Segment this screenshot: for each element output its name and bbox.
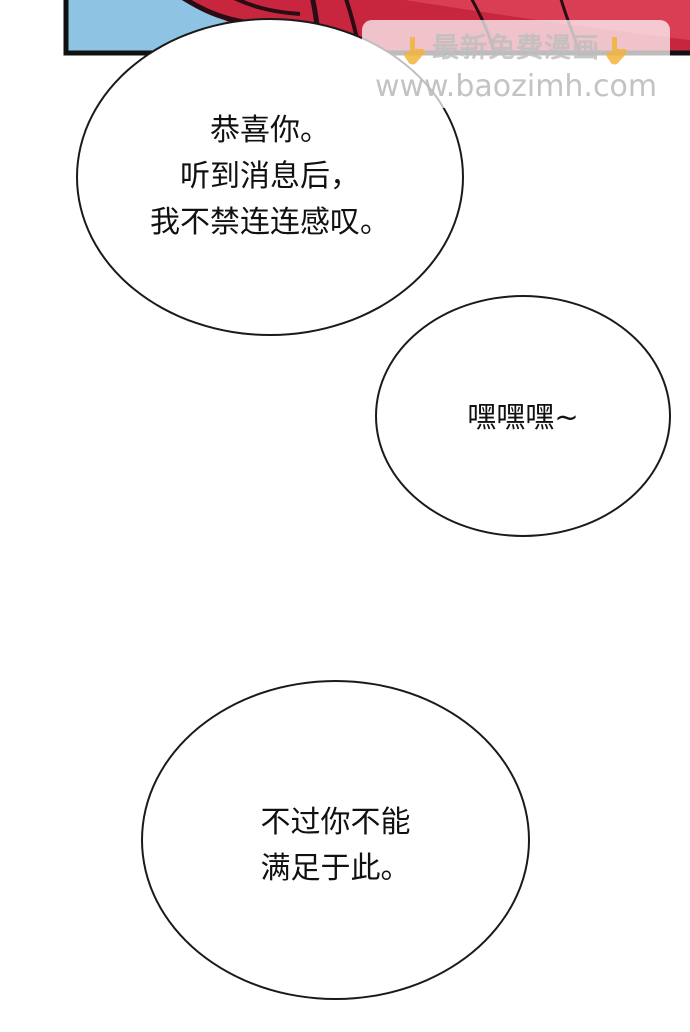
bubble-line: 不过你不能 <box>260 805 411 840</box>
pointing-hand-icon <box>402 35 428 65</box>
pointing-hand-icon <box>604 35 630 65</box>
bubble-text: 恭喜你。 听到消息后， 我不禁连连感叹。 <box>78 108 462 246</box>
bubble-line: 嘿嘿嘿~ <box>467 400 579 434</box>
bubble-line: 恭喜你。 <box>210 113 330 148</box>
watermark: 最新免费漫画 www.baozimh.com <box>362 20 670 108</box>
speech-bubble: 嘿嘿嘿~ <box>375 295 671 537</box>
speech-bubble: 不过你不能 满足于此。 <box>141 680 530 1000</box>
watermark-title-row: 最新免费漫画 <box>362 32 670 66</box>
bubble-line: 听到消息后， <box>180 159 360 194</box>
bubble-line: 我不禁连连感叹。 <box>150 205 390 240</box>
watermark-url: www.baozimh.com <box>374 69 658 104</box>
watermark-title: 最新免费漫画 <box>432 33 600 64</box>
bubble-text: 嘿嘿嘿~ <box>377 394 669 440</box>
bubble-line: 满足于此。 <box>260 851 411 886</box>
bubble-text: 不过你不能 满足于此。 <box>143 800 528 892</box>
